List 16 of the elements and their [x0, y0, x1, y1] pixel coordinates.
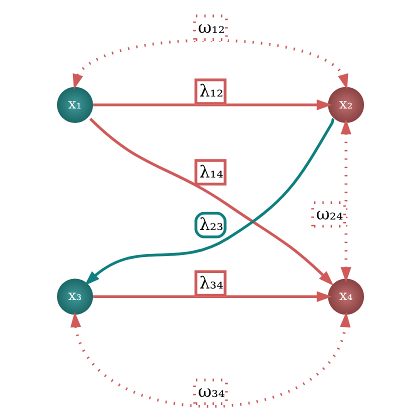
- node-circle: x₃: [56, 278, 93, 314]
- edge-label: ω₂₄: [316, 204, 343, 223]
- arrow: [92, 290, 332, 302]
- arrow: [92, 99, 332, 110]
- edge-label: λ₂₃: [198, 214, 223, 234]
- arrow: [70, 311, 350, 408]
- arrow: [340, 118, 351, 282]
- edge-label: λ₁₂: [198, 81, 223, 100]
- edge-label: λ₁₄: [198, 162, 223, 181]
- node-circle: x₁: [56, 86, 93, 122]
- edge-label: ω₁₂: [197, 17, 224, 36]
- arrow: [72, 38, 348, 89]
- node-circle: x₂: [327, 86, 364, 122]
- edge-label: ω₃₄: [197, 381, 224, 400]
- edge-label: λ₃₄: [198, 272, 223, 292]
- node-circle: x₄: [327, 278, 364, 314]
